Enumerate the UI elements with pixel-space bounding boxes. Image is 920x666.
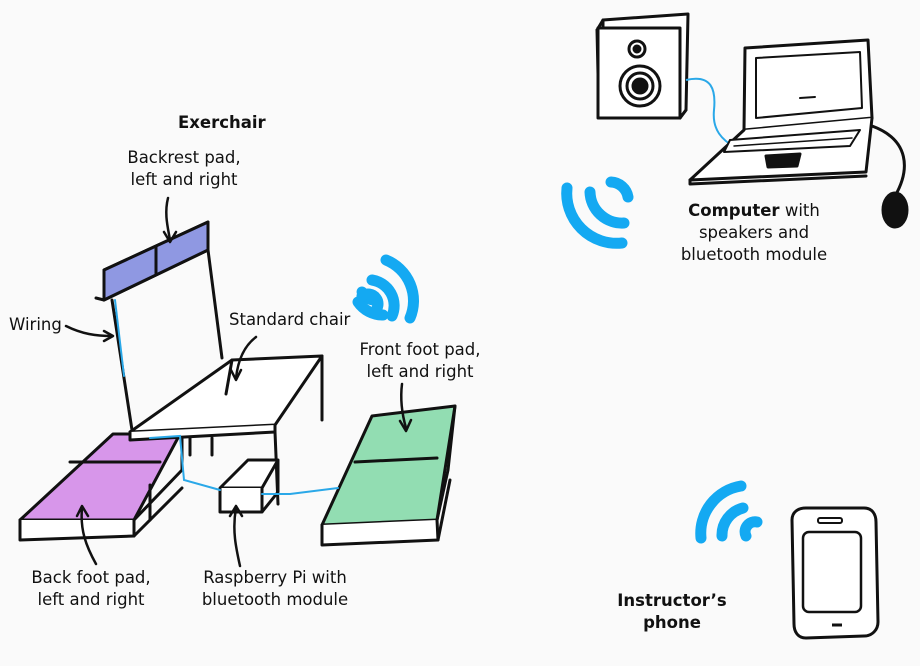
- bluetooth-wave-icon: [352, 254, 419, 324]
- back-foot-pad-label: Back foot pad, left and right: [22, 567, 160, 611]
- raspberry-pi-label-line1: Raspberry Pi with: [203, 568, 347, 587]
- phone-icon: [790, 506, 880, 640]
- computer-label-line3: bluetooth module: [680, 245, 828, 264]
- instructor-phone-label: Instructor’s phone: [602, 590, 742, 634]
- back-foot-pad-label-line1: Back foot pad,: [31, 568, 151, 587]
- mouse-icon: [870, 124, 909, 229]
- laptop-icon: [688, 38, 874, 186]
- raspberry-pi-label: Raspberry Pi with bluetooth module: [190, 567, 360, 611]
- bluetooth-wave-icon: [561, 176, 634, 249]
- raspberry-pi-label-line2: bluetooth module: [201, 590, 349, 609]
- back-foot-pad-label-line2: left and right: [37, 590, 145, 609]
- computer-label-line2: speakers and: [698, 223, 810, 242]
- back-foot-pad: [18, 432, 184, 542]
- backrest-pad: [102, 220, 210, 302]
- wiring: [114, 299, 339, 495]
- speaker-cable: [685, 77, 737, 149]
- raspberry-pi: [218, 458, 280, 514]
- instructor-phone-label-line2: phone: [643, 613, 701, 632]
- wiring-label: Wiring: [9, 315, 62, 334]
- pointer-arrows: [64, 196, 413, 568]
- backrest-pad-label: Backrest pad, left and right: [118, 147, 250, 191]
- standard-chair-label: Standard chair: [229, 310, 351, 329]
- front-foot-pad: [320, 404, 457, 547]
- bluetooth-wave-icon: [695, 480, 763, 544]
- instructor-phone-label-line1: Instructor’s: [617, 591, 727, 610]
- backrest-pad-label-line1: Backrest pad,: [127, 148, 241, 167]
- computer-label: Computer with speakers and bluetooth mod…: [668, 200, 840, 266]
- speaker-icon: [595, 12, 690, 120]
- front-foot-pad-label-line1: Front foot pad,: [359, 340, 481, 359]
- computer-label-rest: with: [779, 201, 820, 220]
- front-foot-pad-label-line2: left and right: [366, 362, 474, 381]
- computer-label-bold: Computer: [688, 201, 780, 220]
- computer-label-line1: Computer with: [668, 200, 840, 222]
- backrest-pad-label-line2: left and right: [130, 170, 238, 189]
- front-foot-pad-label: Front foot pad, left and right: [346, 339, 494, 383]
- exerchair-title: Exerchair: [178, 113, 266, 132]
